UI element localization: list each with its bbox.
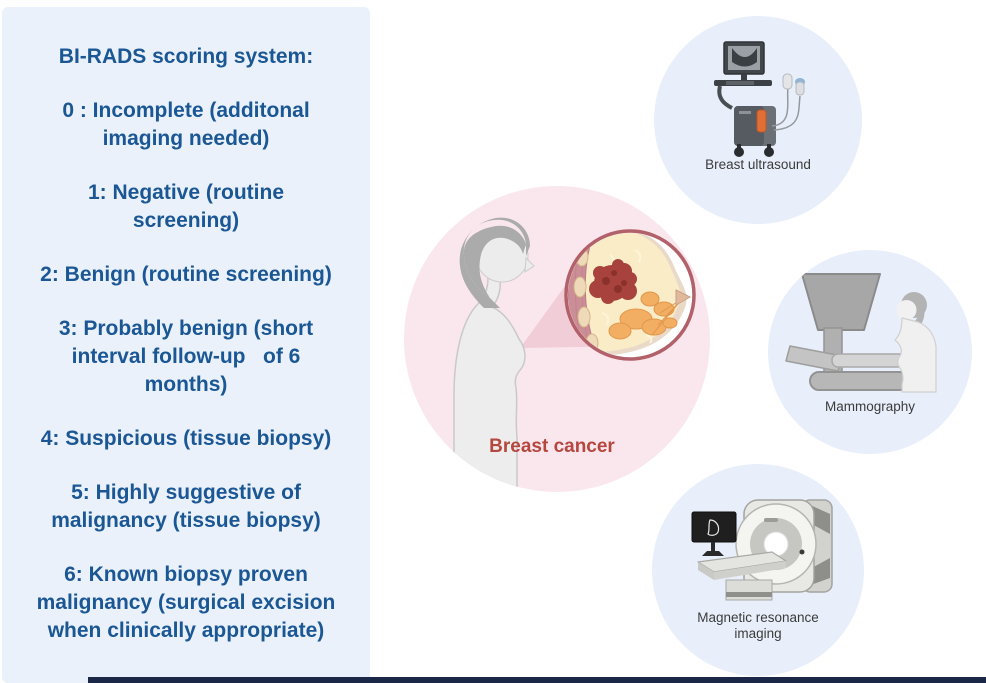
mri-gantry xyxy=(735,499,833,593)
woman-figure xyxy=(453,217,535,492)
mri-label: Magnetic resonance imaging xyxy=(697,610,819,641)
tumor-spots xyxy=(602,270,627,293)
modality-circle-mri: Magnetic resonance imaging xyxy=(652,464,864,676)
modality-circle-ultrasound: Breast ultrasound xyxy=(654,16,862,224)
breast-cross-section xyxy=(564,229,696,361)
breast-cancer-illustration xyxy=(453,217,696,492)
nipple xyxy=(675,289,692,306)
birads-panel: BI-RADS scoring system: 0 : Incomplete (… xyxy=(2,7,370,683)
woman-nose xyxy=(524,256,535,273)
birads-item-6: 6: Known biopsy proven malignancy (surgi… xyxy=(36,563,336,642)
center-circle-breast-cancer: Breast cancer xyxy=(404,186,710,492)
ultrasound-machine-icon xyxy=(714,41,805,157)
modality-circle-mammography: Mammography xyxy=(768,250,972,454)
mammo-patient xyxy=(894,292,937,393)
birads-item-4: 4: Suspicious (tissue biopsy) xyxy=(40,427,332,450)
us-wheels xyxy=(734,144,774,157)
ultrasound-label: Breast ultrasound xyxy=(705,157,811,172)
tumor xyxy=(589,259,637,304)
breast-cancer-label: Breast cancer xyxy=(489,436,615,457)
glandular-lobules xyxy=(608,291,678,340)
birads-item-2: 2: Benign (routine screening) xyxy=(40,263,332,286)
panel-title: BI-RADS scoring system: xyxy=(58,45,314,68)
mri-machine-icon xyxy=(691,499,833,601)
us-monitor xyxy=(723,41,765,80)
mammography-machine-icon xyxy=(785,273,937,393)
birads-item-0: 0 : Incomplete (additonal imaging needed… xyxy=(62,99,310,150)
birads-item-5: 5: Highly suggestive of malignancy (tiss… xyxy=(51,481,321,532)
birads-item-1: 1: Negative (routine screening) xyxy=(87,181,285,232)
bottom-bar xyxy=(88,677,986,683)
birads-item-3: 3: Probably benign (short interval follo… xyxy=(58,317,314,396)
mri-table xyxy=(697,551,787,601)
mri-monitor xyxy=(691,511,737,556)
us-cart-body xyxy=(734,106,776,146)
us-probes xyxy=(771,73,805,131)
mammo-machine xyxy=(785,273,913,391)
mammography-label: Mammography xyxy=(824,399,916,414)
us-keyboard-shelf xyxy=(714,80,772,86)
